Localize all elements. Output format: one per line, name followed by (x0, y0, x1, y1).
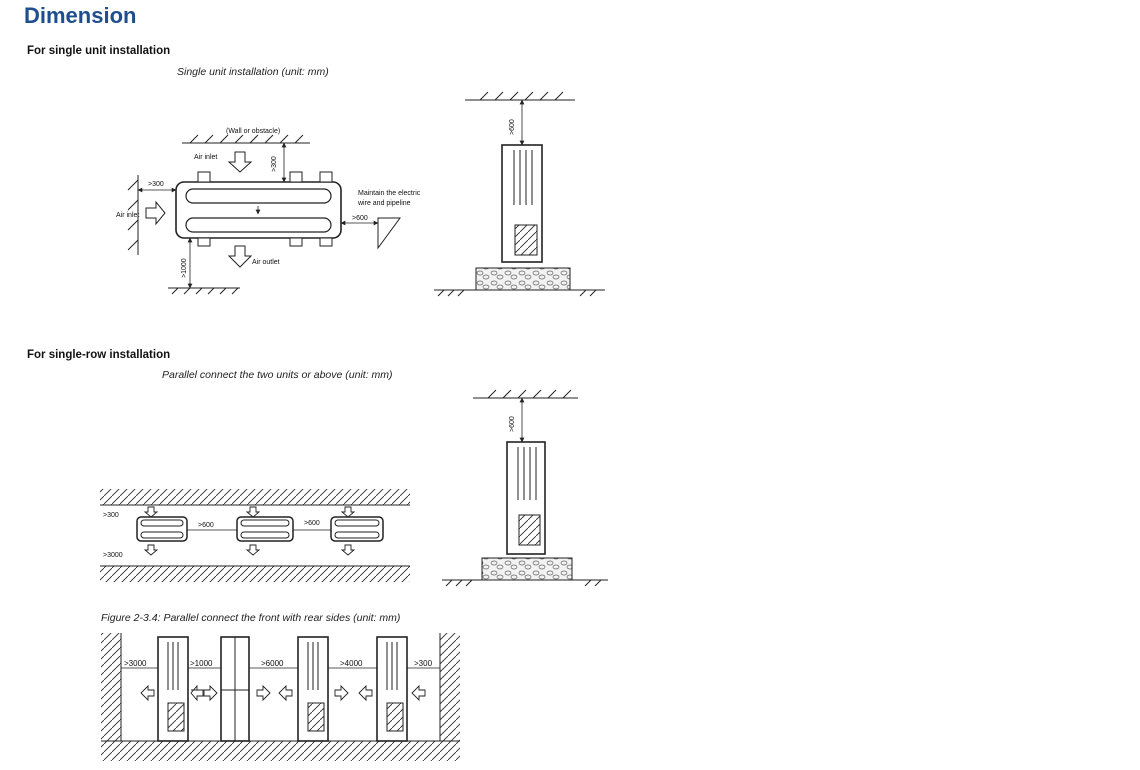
row-between-gap-2: >600 (304, 520, 320, 527)
single-row-caption: Parallel connect the two units or above … (162, 369, 393, 381)
front-rear-gap-3: >6000 (261, 659, 284, 668)
row-unit-3 (330, 506, 384, 556)
front-rear-unit-4 (376, 636, 408, 742)
front-rear-unit-2 (220, 636, 250, 742)
bottom-gap-label: >1000 (181, 258, 188, 278)
front-rear-gap-4: >4000 (340, 659, 363, 668)
row-back-gap-label: >300 (103, 512, 119, 519)
row-unit-1 (136, 506, 188, 556)
air-inlet-left-label: Air inlet (116, 212, 139, 219)
single-unit-side-view: >600 (434, 91, 605, 297)
air-outlet-arrow-icon (227, 245, 253, 268)
front-rear-gap-5: >300 (414, 659, 433, 668)
airflow-arrow-icons (140, 684, 426, 702)
row-unit-2 (236, 506, 294, 556)
row-side-top-gap-label: >600 (509, 416, 516, 432)
single-unit-caption: Single unit installation (unit: mm) (177, 66, 329, 78)
front-rear-gap-2: >1000 (190, 659, 213, 668)
right-gap-label: >600 (352, 215, 368, 222)
front-rear-gap-1: >3000 (124, 659, 147, 668)
single-row-top-view: >300 >3000 >600 >600 (100, 489, 410, 582)
single-unit-top-view: (Wall or obstacle) Air inlet >300 >300 A… (116, 128, 421, 295)
single-unit-heading: For single unit installation (27, 45, 171, 57)
front-rear-unit-3 (297, 636, 329, 742)
left-gap-label: >300 (148, 181, 164, 188)
side-top-gap-label: >600 (509, 119, 516, 135)
page-title: Dimension (24, 3, 137, 28)
air-outlet-label: Air outlet (252, 259, 280, 266)
unit-top-body (175, 181, 342, 239)
front-rear-unit-1 (157, 636, 189, 742)
row-front-gap-label: >3000 (103, 552, 123, 559)
maintain-label-1: Maintain the electric (358, 190, 421, 197)
air-inlet-top-label: Air inlet (194, 154, 217, 161)
front-rear-caption: Figure 2-3.4: Parallel connect the front… (101, 612, 401, 624)
maintain-label-2: wire and pipeline (357, 200, 411, 207)
air-inlet-top-arrow-icon (227, 151, 253, 173)
front-rear-view: >3000 >1000 >6000 >4000 >300 (101, 633, 460, 761)
wall-label: (Wall or obstacle) (226, 128, 280, 135)
row-between-gap-1: >600 (198, 522, 214, 529)
top-gap-label: >300 (271, 156, 278, 172)
single-row-side-view: >600 (442, 389, 608, 587)
air-inlet-left-arrow-icon (145, 200, 166, 226)
single-row-heading: For single-row installation (27, 349, 171, 361)
